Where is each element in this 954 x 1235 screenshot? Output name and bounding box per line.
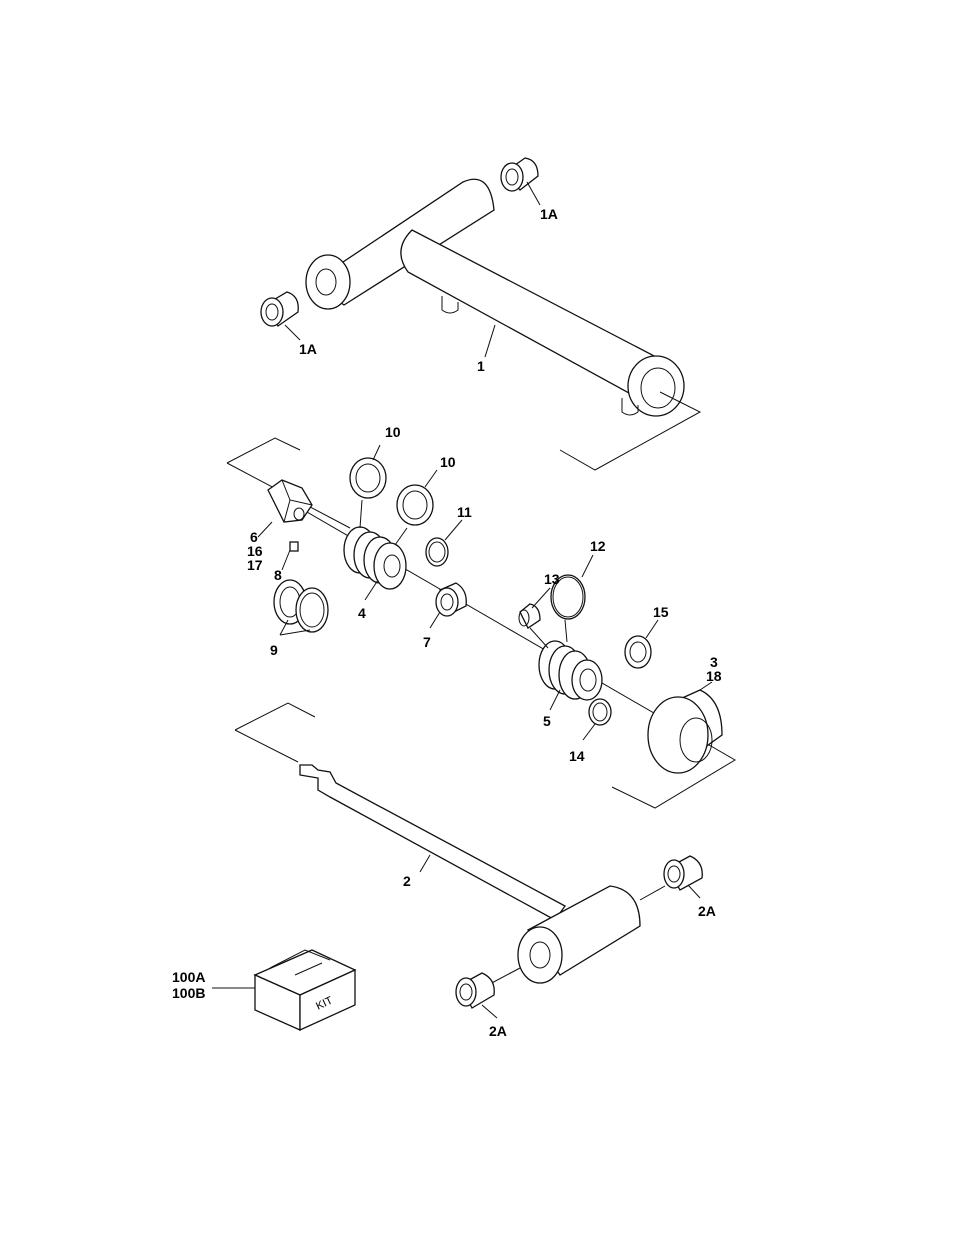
callout-15: 15 [653, 604, 669, 620]
callout-3: 3 [710, 654, 718, 670]
piston-seals [273, 579, 329, 633]
callout-9: 9 [270, 642, 278, 658]
piston-rod [234, 702, 666, 986]
set-screw [289, 541, 299, 552]
callout-11: 11 [457, 504, 472, 520]
callout-13: 13 [544, 571, 560, 587]
callout-labels: 1A 1A 1 10 10 11 6 16 17 8 4 9 7 12 13 1… [172, 206, 722, 1039]
piston [343, 526, 407, 590]
bushing-1a-left [260, 291, 299, 327]
callout-12: 12 [590, 538, 606, 554]
callout-16: 16 [247, 543, 263, 559]
callout-6: 6 [250, 529, 258, 545]
callout-4: 4 [358, 605, 366, 621]
callout-100b: 100B [172, 985, 205, 1001]
callout-14: 14 [569, 748, 585, 764]
o-ring-12 [550, 574, 586, 620]
wear-ring-10b [396, 484, 434, 526]
spacer [435, 582, 467, 617]
bushing-2a-right [663, 855, 703, 891]
callout-100a: 100A [172, 969, 205, 985]
callout-10-upper: 10 [385, 424, 401, 440]
callout-2a-right: 2A [698, 903, 716, 919]
wiper-14 [588, 698, 612, 726]
bushing-1a-top [500, 157, 539, 192]
callout-2a-bottom: 2A [489, 1023, 507, 1039]
callout-18: 18 [706, 668, 722, 684]
callout-5: 5 [543, 713, 551, 729]
o-ring-11 [425, 537, 449, 567]
callout-2: 2 [403, 873, 411, 889]
bushing-2a-bottom [455, 972, 495, 1009]
backup-ring-13 [518, 603, 541, 629]
callout-17: 17 [247, 557, 263, 573]
callout-1a-top: 1A [540, 206, 558, 222]
callout-8: 8 [274, 567, 282, 583]
leader-lines [212, 181, 713, 1019]
gland [538, 640, 603, 701]
hex-nut [267, 479, 313, 523]
callout-7: 7 [423, 634, 431, 650]
wear-ring-10a [349, 457, 387, 499]
kit-box: KIT [253, 949, 357, 1032]
rod-seal-15 [624, 635, 652, 669]
callout-1a-left: 1A [299, 341, 317, 357]
cylinder-barrel [305, 178, 702, 471]
callout-1: 1 [477, 358, 485, 374]
cylinder-head [647, 689, 723, 774]
callout-10-lower: 10 [440, 454, 456, 470]
